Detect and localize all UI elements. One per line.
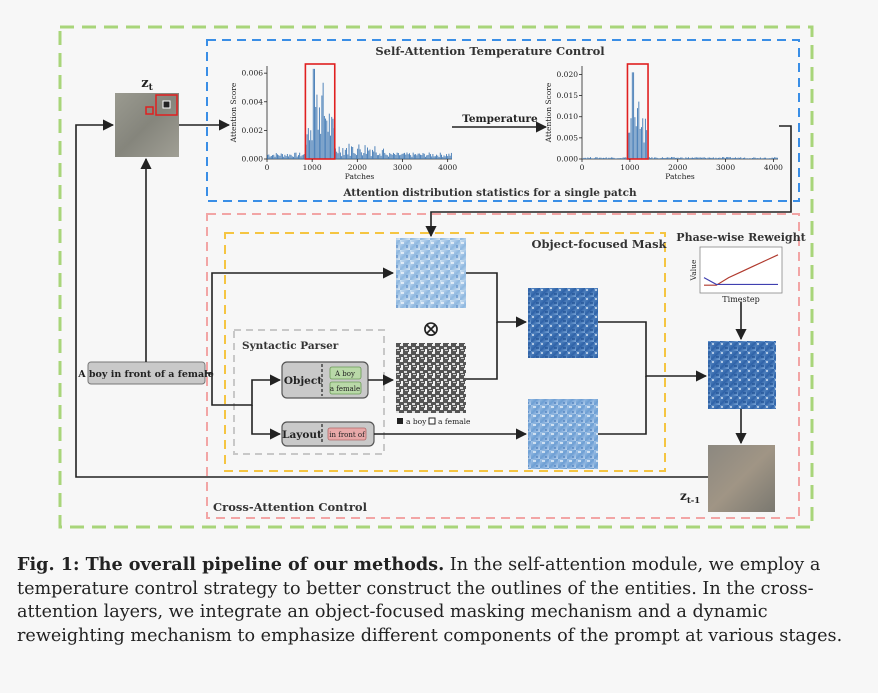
hist-y-tick-label: 0.002 [242, 126, 264, 135]
hist-ylabel: Attention Score [544, 82, 553, 143]
pipeline-diagram: Self-Attention Temperature Control Atten… [58, 25, 814, 529]
hist-y-tick-label: 0.000 [557, 155, 579, 164]
cross-attention-label: Cross-Attention Control [213, 500, 368, 514]
reweight-xlabel: Timestep [722, 295, 759, 304]
object-label: Object [284, 375, 322, 387]
parser-frame [233, 329, 385, 455]
pipeline-svg: Self-Attention Temperature Control Atten… [58, 25, 814, 529]
reweight-series-0 [704, 254, 779, 286]
mask-to-masked-arrow [466, 322, 498, 380]
prompt-to-object-arrow [211, 373, 282, 406]
attention-histogram-after: 0 1000 2000 3000 4000 0.000 0.005 0.010 0.015 0.0… [544, 63, 783, 181]
legend-swatch-boy [397, 418, 403, 424]
latent-zt1-image [708, 445, 775, 512]
hist-highlight-box [304, 63, 336, 160]
masked-attention-image [528, 288, 598, 358]
layout-attention-image [528, 399, 598, 469]
hist-x-tick-label: 3000 [393, 163, 412, 172]
binary-mask-image [396, 343, 466, 413]
temperature-label: Temperature [462, 113, 538, 125]
hist-highlight-box [626, 63, 649, 160]
hist-xlabel: Patches [345, 172, 375, 181]
reweight-title: Phase-wise Reweight [676, 231, 806, 244]
hist-x-tick-label: 2000 [348, 163, 367, 172]
legend-label-boy: a boy [406, 417, 427, 426]
layout-token [327, 427, 367, 441]
reweight-plot-area [699, 246, 783, 294]
hist-y-tick-label: 0.004 [242, 97, 264, 106]
latent-zt1-label: zt-1 [680, 489, 700, 506]
multiply-operator: ⊗ [422, 317, 440, 342]
object-token-0 [329, 366, 362, 380]
object-token-1-text: a female [330, 385, 360, 393]
attention-histogram-before: 0 1000 2000 3000 4000 0.000 0.002 0.004 0.006Pat… [229, 63, 457, 181]
outer-frame [58, 25, 814, 529]
latent-zt-label: zt [141, 76, 153, 93]
layout-to-merge-arrow [598, 376, 647, 435]
mask-frame [224, 232, 666, 472]
object-token-0-text: A boy [334, 370, 355, 378]
prompt-to-layout-arrow [251, 405, 282, 440]
layout-label: Layout [282, 429, 322, 441]
hist-x-tick-label: 1000 [303, 163, 322, 172]
cross-attention-frame [206, 213, 800, 519]
hist-x-tick-label: 0 [265, 163, 270, 172]
hist-x-tick-label: 4000 [764, 163, 783, 172]
self-attention-frame [206, 39, 800, 202]
legend-label-female: a female [438, 417, 471, 426]
object-token-1 [329, 381, 362, 395]
reweight-chart: Timestep Value [689, 246, 783, 304]
hist-ylabel: Attention Score [229, 82, 238, 143]
hist-y-tick-label: 0.005 [557, 133, 579, 142]
figure-caption: Fig. 1: The overall pipeline of our meth… [17, 553, 865, 648]
hist-y-tick-label: 0.000 [242, 155, 264, 164]
selfattn-to-mask-arrow [425, 125, 792, 238]
combined-attention-image [708, 341, 776, 409]
map-to-masked-arrow [466, 272, 528, 328]
hist-x-tick-label: 3000 [716, 163, 735, 172]
hist-y-tick-label: 0.015 [557, 91, 579, 100]
hist-x-tick-label: 1000 [620, 163, 639, 172]
hist-xlabel: Patches [665, 172, 695, 181]
masked-to-merge-arrow [598, 321, 708, 382]
latent-zt-patch-small [145, 106, 154, 115]
prompt-to-map-arrow [205, 267, 395, 374]
caption-body: In the self-attention module, we employ … [17, 555, 843, 646]
mask-title: Object-focused Mask [531, 237, 667, 251]
reweight-series-1 [703, 277, 778, 286]
self-attention-title: Self-Attention Temperature Control [375, 44, 605, 58]
hist-x-tick-label: 2000 [668, 163, 687, 172]
hist-y-tick-label: 0.010 [557, 112, 579, 121]
hist-x-tick-label: 4000 [438, 163, 457, 172]
attention-map-image [396, 238, 466, 308]
loopback-arrow [75, 119, 708, 478]
parser-title: Syntactic Parser [242, 340, 339, 352]
hist-y-tick-label: 0.020 [557, 70, 579, 79]
layout-token-text: in front of [329, 431, 366, 439]
prompt-text: A boy in front of a female [77, 369, 214, 380]
latent-zt-patch-large [155, 94, 178, 116]
hist-y-tick-label: 0.006 [242, 69, 264, 78]
caption-lead: Fig. 1: The overall pipeline of our meth… [17, 554, 445, 575]
hist-x-tick-label: 0 [580, 163, 585, 172]
legend-swatch-female [428, 417, 436, 425]
reweight-ylabel: Value [689, 259, 698, 281]
self-attention-subtitle: Attention distribution statistics for a … [342, 187, 637, 199]
